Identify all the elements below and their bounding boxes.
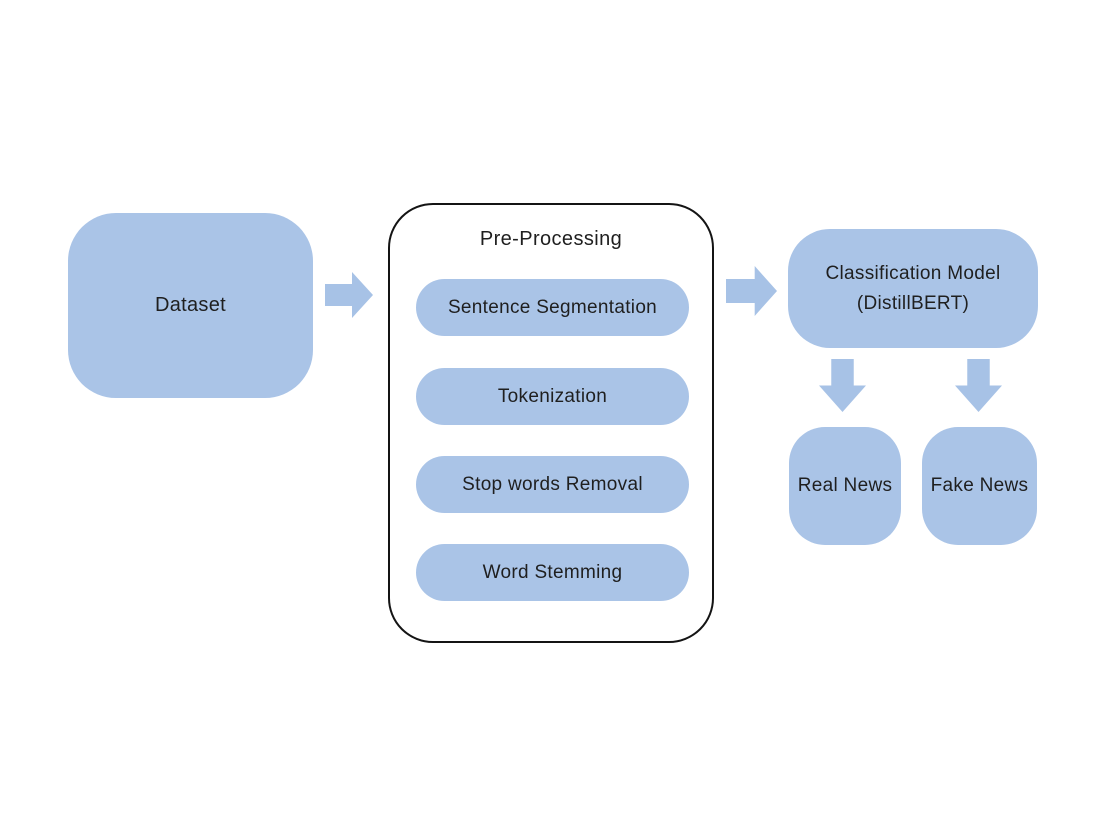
classification-model-label-line2: (DistillBERT) — [856, 292, 970, 314]
arrow-right-icon — [726, 266, 777, 316]
preprocessing-title: Pre-Processing — [479, 228, 623, 250]
dataset-label: Dataset — [154, 294, 227, 316]
step-label: Stop words Removal — [462, 473, 643, 495]
real-news-label: Real News — [797, 475, 893, 496]
dataset-node: Dataset — [68, 213, 313, 398]
arrow-right-icon — [325, 272, 373, 318]
classification-model-label-line1: Classification Model — [825, 263, 1001, 285]
real-news-node: Real News — [789, 427, 901, 545]
step-label: Sentence Segmentation — [447, 296, 658, 318]
arrow-down-icon — [819, 359, 866, 412]
preprocessing-container: Pre-Processing Sentence Segmentation Tok… — [388, 203, 714, 643]
fake-news-node: Fake News — [922, 427, 1037, 545]
preprocessing-step-sentence-segmentation: Sentence Segmentation — [416, 279, 689, 336]
classification-model-node: Classification Model (DistillBERT) — [788, 229, 1038, 348]
preprocessing-step-stop-words-removal: Stop words Removal — [416, 456, 689, 513]
preprocessing-step-tokenization: Tokenization — [416, 368, 689, 425]
arrow-down-icon — [955, 359, 1002, 412]
step-label: Tokenization — [497, 385, 608, 407]
preprocessing-step-word-stemming: Word Stemming — [416, 544, 689, 601]
step-label: Word Stemming — [482, 561, 623, 583]
fake-news-label: Fake News — [930, 475, 1029, 496]
